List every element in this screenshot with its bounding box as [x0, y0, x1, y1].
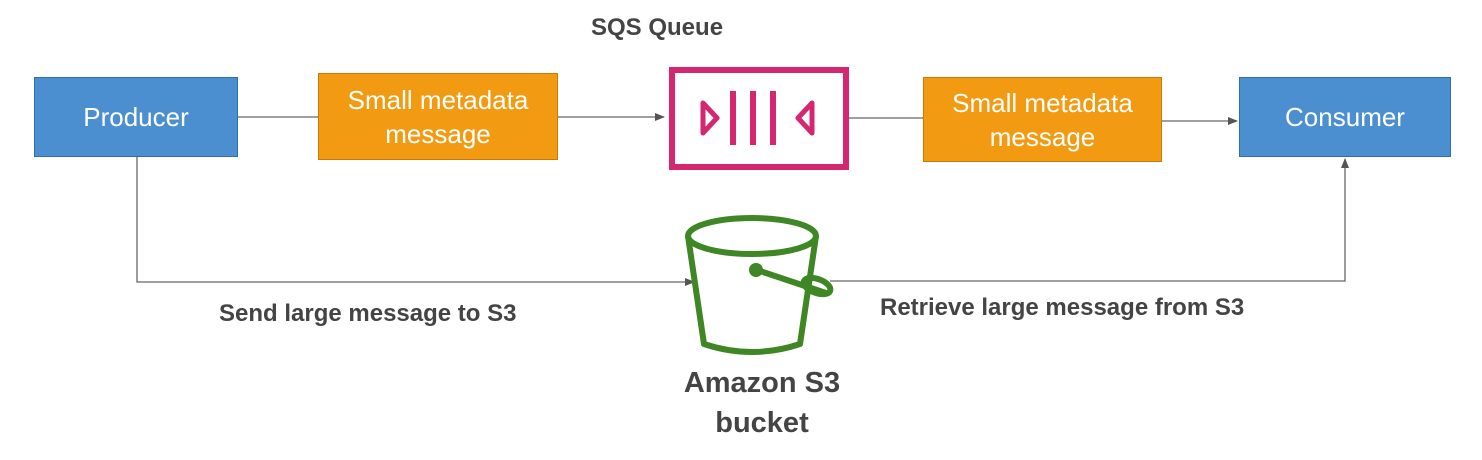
s3-bucket-caption: Amazon S3 bucket — [646, 363, 878, 443]
edge-producer-to-bucket — [136, 157, 695, 286]
metadata-message-right: Small metadata message — [923, 77, 1162, 162]
metadata-message-left: Small metadata message — [318, 73, 558, 160]
send-large-message-label: Send large message to S3 — [219, 300, 517, 327]
retrieve-large-message-label: Retrieve large message from S3 — [880, 294, 1245, 321]
sqs-queue-icon — [669, 67, 849, 170]
producer-node: Producer — [34, 77, 238, 157]
edge-bucket-to-consumer — [830, 158, 1349, 282]
metadata-message-left-line1: Small metadata — [347, 84, 529, 115]
metadata-message-right-line2: message — [989, 121, 1096, 152]
s3-bucket-icon — [685, 215, 834, 355]
producer-label: Producer — [83, 101, 189, 132]
consumer-label: Consumer — [1285, 101, 1405, 132]
metadata-message-left-line2: message — [385, 118, 491, 149]
s3-bucket-caption-line1: Amazon S3 — [683, 367, 841, 399]
sqs-queue-title: SQS Queue — [591, 14, 724, 41]
consumer-node: Consumer — [1239, 77, 1451, 157]
s3-bucket-caption-line2: bucket — [715, 407, 809, 439]
metadata-message-right-line1: Small metadata — [952, 87, 1133, 118]
